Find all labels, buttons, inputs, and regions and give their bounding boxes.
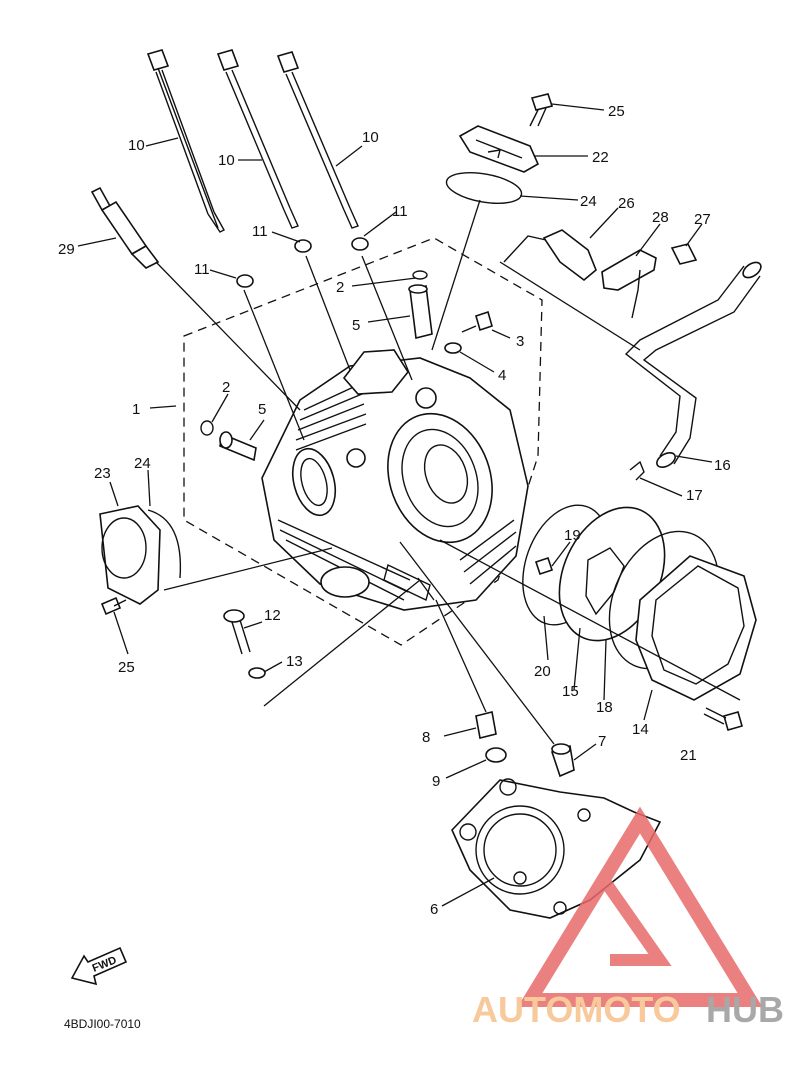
dowel-2-top <box>412 270 428 280</box>
bolt-25-left <box>100 596 127 616</box>
clip-17 <box>629 460 645 481</box>
stud-bolt-3 <box>276 51 359 229</box>
callout-4: 4 <box>498 367 506 384</box>
callout-1: 1 <box>132 401 140 418</box>
callout-24: 24 <box>580 193 597 210</box>
callout-12: 12 <box>264 607 281 624</box>
callout-22: 22 <box>592 149 609 166</box>
dowel-8 <box>475 711 497 739</box>
tappet-cover-22 <box>458 125 540 173</box>
callout-21: 21 <box>680 747 697 764</box>
callout-13: 13 <box>286 653 303 670</box>
assembly-boundary <box>183 237 543 646</box>
screw-3 <box>461 310 493 333</box>
callout-25: 25 <box>608 103 625 120</box>
washer-11a <box>236 274 254 288</box>
callout-labels: 10 10 10 11 11 11 29 25 22 24 26 28 27 2… <box>58 103 731 918</box>
callout-10: 10 <box>128 137 145 154</box>
stud-bolt-2 <box>216 49 299 229</box>
leader-lines <box>77 103 741 907</box>
watermark-triangle-icon <box>517 806 763 1007</box>
washer-13 <box>248 667 266 679</box>
washer-11c <box>351 237 369 251</box>
clamp-28 <box>601 249 657 319</box>
breather-pipe-16 <box>624 261 762 469</box>
side-cover-23 <box>99 505 161 605</box>
bolt-21 <box>703 707 743 731</box>
callout-28: 28 <box>652 209 669 226</box>
drawing-code: 4BDJI00-7010 <box>64 1017 141 1031</box>
callout-9: 9 <box>432 773 440 790</box>
callout-23: 23 <box>94 465 111 482</box>
callout-6: 6 <box>430 901 438 918</box>
callout-10: 10 <box>218 152 235 169</box>
stud-bolt-1 <box>146 49 225 233</box>
watermark-logo: AUTOMOTO HUB <box>472 806 784 1030</box>
callout-8: 8 <box>422 729 430 746</box>
callout-2: 2 <box>222 379 230 396</box>
callout-7: 7 <box>598 733 606 750</box>
callout-29: 29 <box>58 241 75 258</box>
callout-14: 14 <box>632 721 649 738</box>
callout-16: 16 <box>714 457 731 474</box>
bolt-12 <box>223 609 251 655</box>
seal-9 <box>485 747 507 763</box>
callout-5: 5 <box>258 401 266 418</box>
callout-15: 15 <box>562 683 579 700</box>
callout-19: 19 <box>564 527 581 544</box>
callout-11: 11 <box>252 223 268 240</box>
washer-11b <box>294 239 312 253</box>
callout-24: 24 <box>134 455 151 472</box>
dowel-2-left <box>200 420 214 436</box>
breather-bracket-26 <box>503 229 597 282</box>
washer-4 <box>444 342 462 354</box>
spark-plug <box>90 186 160 269</box>
callout-18: 18 <box>596 699 613 716</box>
callout-11: 11 <box>194 261 210 278</box>
callout-26: 26 <box>618 195 635 212</box>
guide-7 <box>550 743 575 778</box>
callout-3: 3 <box>516 333 524 350</box>
o-ring-24-top <box>445 172 523 204</box>
callout-5: 5 <box>352 317 360 334</box>
callout-20: 20 <box>534 663 551 680</box>
bolt-19 <box>534 556 554 576</box>
callout-25: 25 <box>118 659 135 676</box>
head-cover-14 <box>635 555 757 701</box>
valve-guide-5-top <box>408 284 433 339</box>
watermark-word-a: AUTOMOTO <box>472 989 681 1030</box>
callout-27: 27 <box>694 211 711 228</box>
cylinder-head <box>261 349 529 611</box>
watermark-word-b: HUB <box>706 989 784 1030</box>
cap-bolt-25-top <box>529 93 554 127</box>
callout-10: 10 <box>362 129 379 146</box>
callout-11: 11 <box>392 203 408 220</box>
gasket-24-left <box>147 509 182 579</box>
callout-2: 2 <box>336 279 344 296</box>
valve-guide-5-left <box>219 431 257 462</box>
bolt-27 <box>670 243 698 265</box>
callout-17: 17 <box>686 487 703 504</box>
fwd-arrow-icon: FWD <box>70 946 128 986</box>
